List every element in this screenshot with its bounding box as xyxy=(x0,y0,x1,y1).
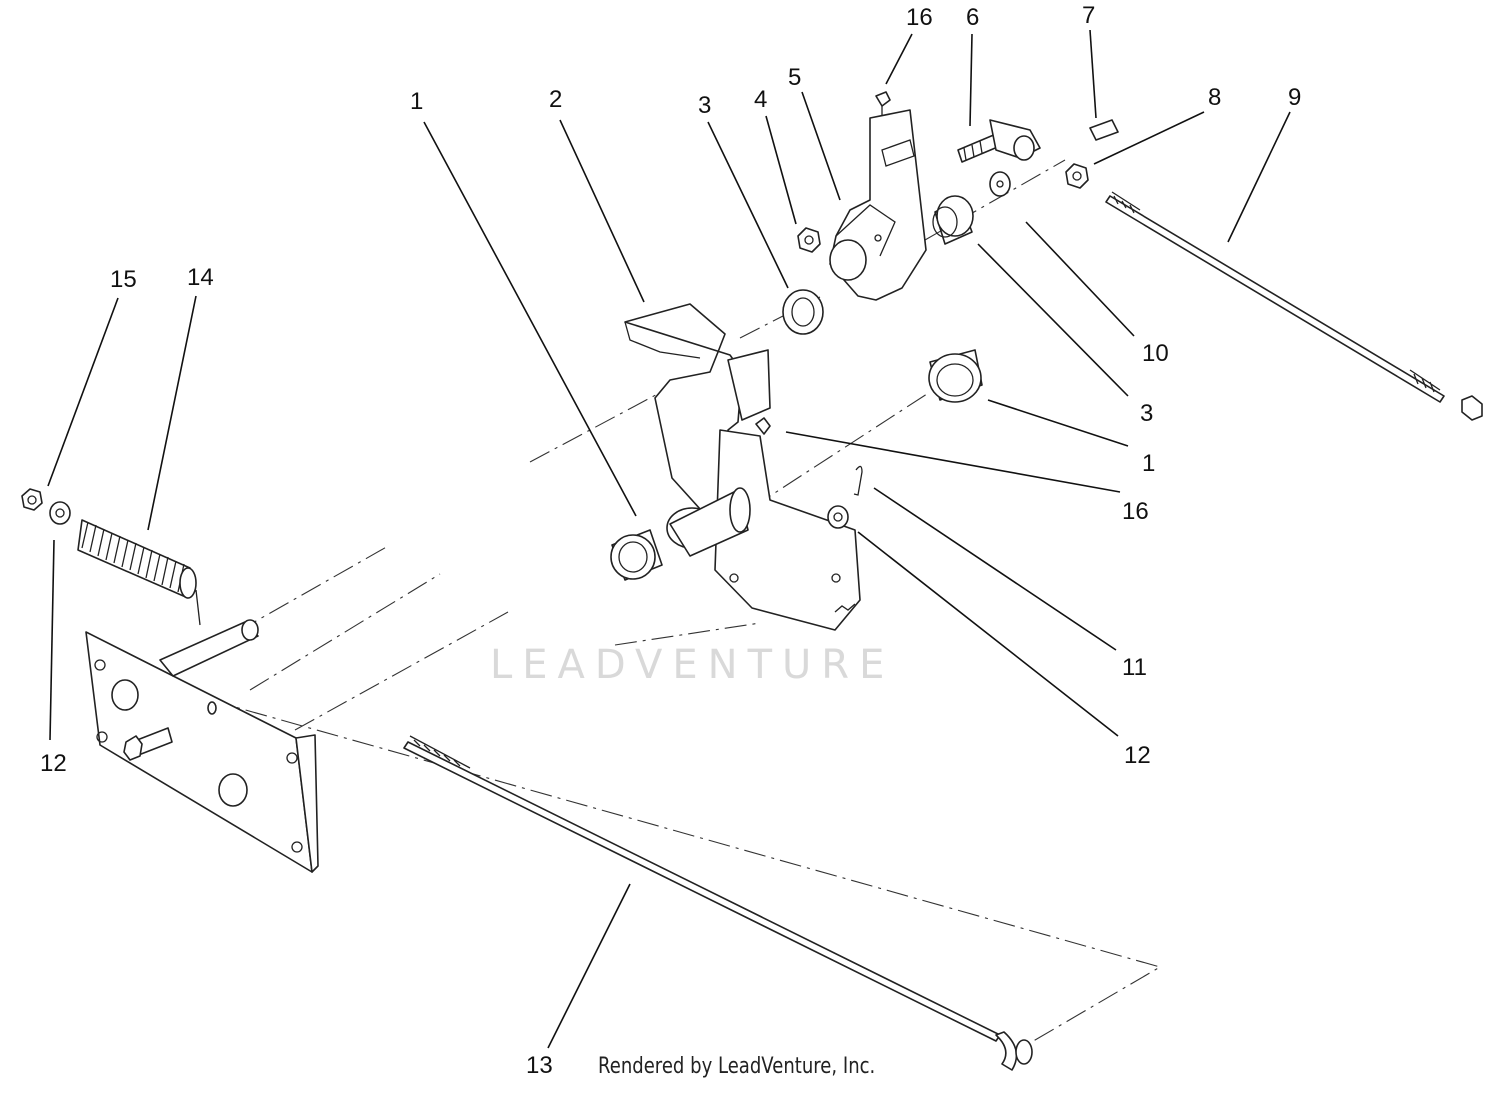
part-7-swivel xyxy=(989,119,1119,161)
part-14-spring xyxy=(77,519,201,626)
callout-5: 5 xyxy=(788,64,802,91)
part-5-bracket xyxy=(829,109,927,301)
callout-6: 6 xyxy=(966,4,980,31)
part-3-bushing-right xyxy=(932,195,974,245)
callout-14: 14 xyxy=(187,264,214,291)
part-12-washer-right xyxy=(827,505,849,529)
callout-4: 4 xyxy=(754,86,768,113)
callout-3-right: 3 xyxy=(1140,400,1154,427)
callout-1-right: 1 xyxy=(1142,450,1156,477)
callout-15: 15 xyxy=(110,266,137,293)
part-9-rod xyxy=(1105,191,1483,421)
callout-8: 8 xyxy=(1208,84,1222,111)
callout-1-upper: 1 xyxy=(410,88,424,115)
watermark: LEADVENTURE xyxy=(490,642,895,688)
callout-12-left: 12 xyxy=(40,750,67,777)
callout-2: 2 xyxy=(549,86,563,113)
part-1-bushing-upper xyxy=(928,349,983,403)
mounting-plate xyxy=(85,619,319,873)
part-11-pin xyxy=(853,465,863,496)
callout-7: 7 xyxy=(1082,2,1096,29)
part-2-lever xyxy=(624,303,771,521)
part-8-nut xyxy=(1065,163,1089,189)
part-1-bushing-lower xyxy=(610,529,663,581)
render-credit: Rendered by LeadVenture, Inc. xyxy=(598,1054,876,1079)
callout-13: 13 xyxy=(526,1052,553,1079)
part-13-rod xyxy=(403,735,1033,1071)
part-15-nut xyxy=(21,488,43,511)
part-10-washer xyxy=(989,171,1011,197)
callout-9: 9 xyxy=(1288,84,1302,111)
callout-10: 10 xyxy=(1142,340,1169,367)
part-4-nut xyxy=(797,227,821,253)
part-16-fitting-lower xyxy=(755,417,771,435)
pivot-plate xyxy=(666,429,861,631)
callout-3-upper: 3 xyxy=(698,92,712,119)
part-3-bushing-left xyxy=(782,289,824,335)
part-16-fitting-upper xyxy=(875,91,891,116)
assembly-centerlines xyxy=(204,159,1162,1044)
callout-16-top: 16 xyxy=(906,4,933,31)
part-12-washer-left xyxy=(49,501,71,525)
leader-lines xyxy=(47,29,1291,1049)
callout-11: 11 xyxy=(1122,654,1147,681)
callout-12-right: 12 xyxy=(1124,742,1151,769)
callout-16-right: 16 xyxy=(1122,498,1149,525)
